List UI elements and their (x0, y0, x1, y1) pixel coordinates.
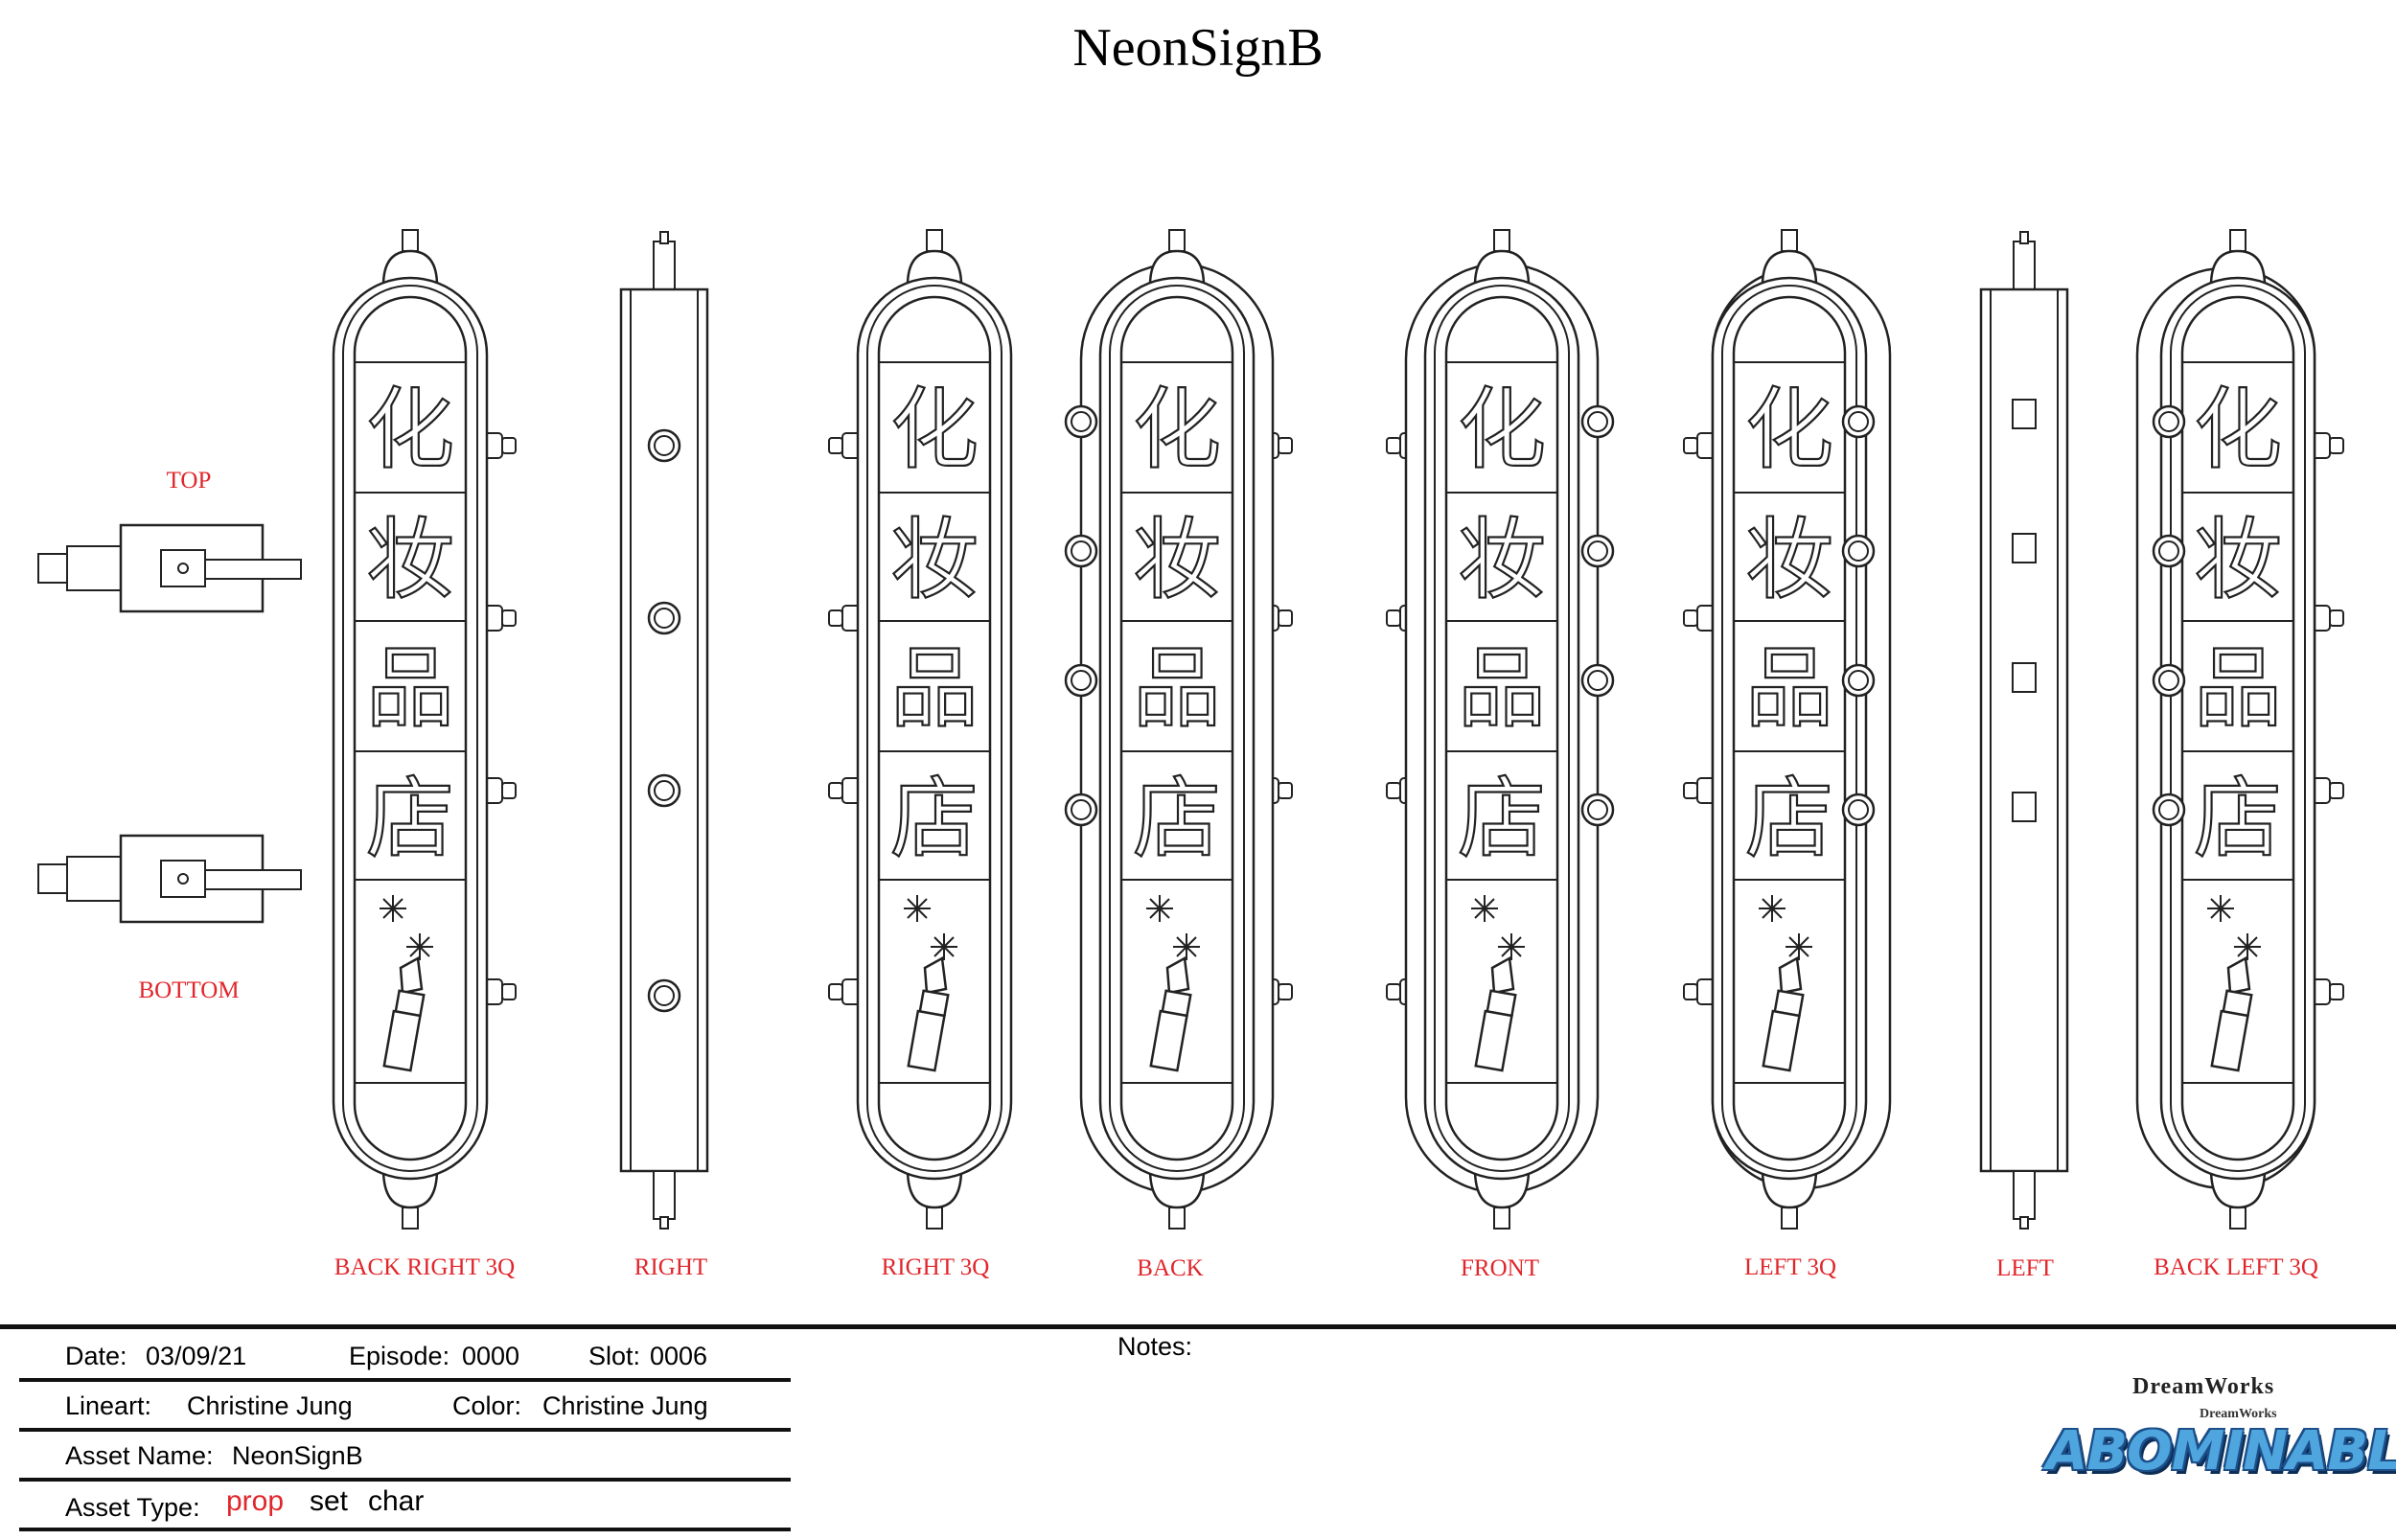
asset-name-value: NeonSignB (232, 1441, 363, 1470)
info-row-lineart: Lineart: Christine Jung Color: Christine… (19, 1382, 791, 1432)
view-back-left-3q (2135, 230, 2344, 1229)
view-right (619, 230, 709, 1230)
view-right-3q (828, 230, 1011, 1229)
notes-label: Notes: (1117, 1332, 1193, 1361)
asset-name-label: Asset Name: (65, 1441, 214, 1470)
label-bottom: BOTTOM (138, 977, 240, 1003)
date-value: 03/09/21 (146, 1342, 247, 1370)
label-left: LEFT (1996, 1255, 2054, 1281)
slot-label: Slot: (588, 1342, 641, 1370)
label-left-3q: LEFT 3Q (1743, 1254, 1837, 1280)
label-top: TOP (166, 468, 212, 494)
asset-type-set: set (310, 1485, 349, 1517)
top-view (37, 523, 302, 613)
asset-type-label: Asset Type: (65, 1493, 200, 1522)
label-right: RIGHT (634, 1254, 708, 1280)
asset-type-char: char (368, 1485, 425, 1517)
abominable-wordmark: ABOMINABLE (2046, 1420, 2396, 1483)
info-row-asset-name: Asset Name: NeonSignB (19, 1432, 791, 1482)
episode-value: 0000 (462, 1342, 520, 1370)
view-back-right-3q (334, 230, 517, 1229)
info-row-asset-type: Asset Type: prop set char (19, 1482, 791, 1531)
episode-label: Episode: (349, 1342, 450, 1370)
label-right-3q: RIGHT 3Q (881, 1254, 990, 1280)
dreamworks-wordmark: DreamWorks (2132, 1374, 2275, 1399)
view-left (1979, 230, 2069, 1230)
slot-value: 0006 (650, 1342, 708, 1370)
asset-type-prop: prop (226, 1485, 285, 1517)
date-label: Date: (65, 1342, 127, 1370)
label-back-right-3q: BACK RIGHT 3Q (334, 1254, 516, 1280)
abominable-logo: DreamWorks DreamWorks ABOMINABLE (2041, 1370, 2396, 1483)
label-front: FRONT (1461, 1255, 1539, 1281)
footer-divider (0, 1324, 2396, 1329)
color-label: Color: (452, 1391, 522, 1420)
lineart-label: Lineart: (65, 1391, 152, 1420)
label-back-left-3q: BACK LEFT 3Q (2154, 1254, 2318, 1280)
lineart-value: Christine Jung (187, 1391, 353, 1420)
dreamworks-small-wordmark: DreamWorks (2200, 1407, 2277, 1421)
color-value: Christine Jung (542, 1391, 708, 1420)
info-row-date: Date: 03/09/21 Episode: 0000 Slot: 0006 (19, 1332, 791, 1382)
sheet-title: NeonSignB (1072, 18, 1324, 78)
bottom-view (37, 834, 302, 924)
view-left-3q (1683, 230, 1892, 1229)
drawing-area: 化 妆 品 店 (37, 0, 2344, 1230)
label-back: BACK (1137, 1255, 1204, 1281)
view-back (1064, 230, 1293, 1229)
view-front (1386, 230, 1615, 1229)
